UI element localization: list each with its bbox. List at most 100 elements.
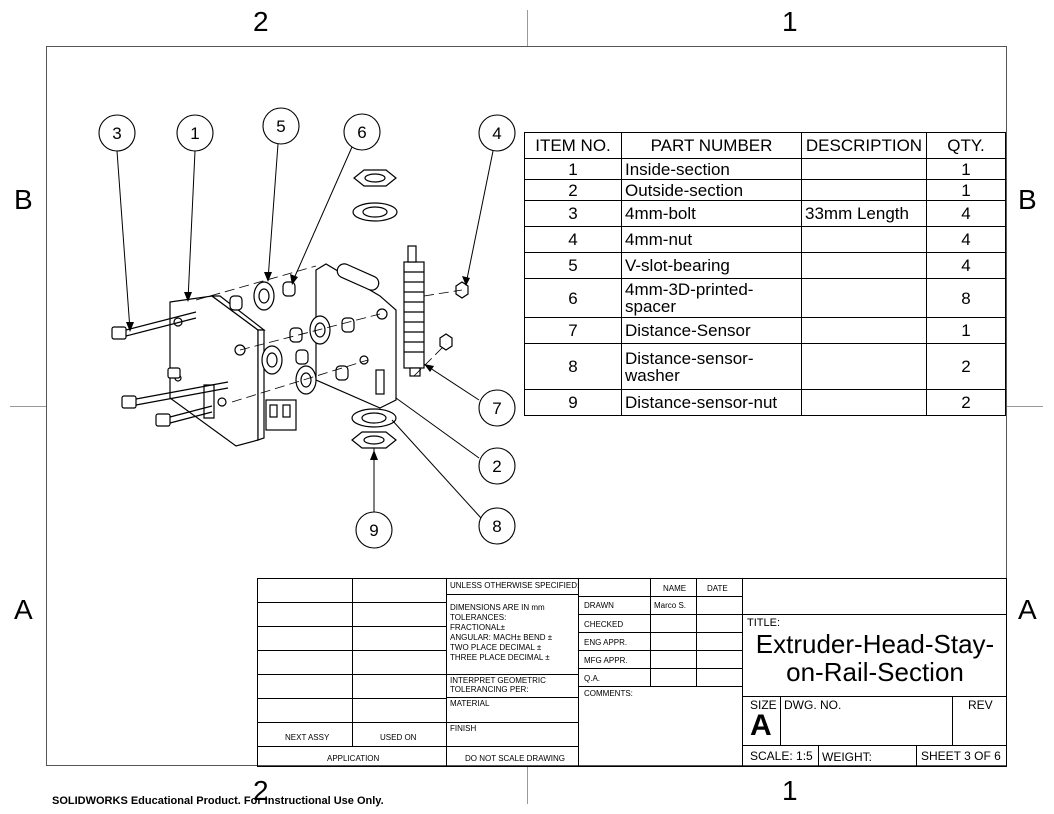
tb-checked: CHECKED [584,620,624,629]
bom-qty: 4 [926,252,1006,279]
bom-item-no: 1 [524,158,622,180]
tb-size-label: SIZE [750,698,777,712]
tb-size-value: A [750,709,772,742]
zone-label-left-a: A [14,594,33,625]
tb-scale: SCALE: 1:5 [750,749,813,763]
tb-drawn-name: Marco S. [654,601,687,610]
leader-arrowheads [126,272,470,460]
tb-next-assy: NEXT ASSY [285,733,330,742]
bom-description [801,226,927,253]
tb-qa: Q.A. [584,674,601,683]
bom-description [801,343,927,390]
balloon-4: 4 [492,124,501,143]
zone-tick-right [1007,406,1043,407]
bom-part-number: Distance-sensor- washer [621,343,802,390]
washer-parts [351,202,398,428]
bom-part-number: Distance-sensor-nut [621,389,802,416]
bom-item-no: 9 [524,389,622,416]
sensor-nut-parts [351,169,397,449]
zone-tick-left [10,406,46,407]
bom-item-no: 8 [524,343,622,390]
bom-header-qty: QTY. [926,132,1006,159]
drawing-title-line-2: on-Rail-Section [786,657,964,687]
balloon-2: 2 [492,457,501,476]
bom-qty: 2 [926,343,1006,390]
bom-description [801,317,927,344]
tb-dwg-no-label: DWG. NO. [784,698,842,712]
bearing-parts [253,281,331,395]
bom-part-number: V-slot-bearing [621,252,802,279]
bom-header-row: ITEM NO. PART NUMBER DESCRIPTION QTY. [524,132,1006,159]
balloon-1: 1 [190,124,199,143]
educational-watermark-note: SOLIDWORKS Educational Product. For Inst… [52,795,384,807]
tb-interpret: INTERPRET GEOMETRIC [450,676,546,685]
zone-label-right-a: A [1018,594,1037,625]
tb-title-label: TITLE: [747,617,781,629]
tb-three-place: THREE PLACE DECIMAL ± [450,653,550,662]
bom-qty: 8 [926,278,1006,318]
bom-description [801,389,927,416]
balloon-3: 3 [112,124,121,143]
bom-description [801,158,927,180]
bom-description [801,252,927,279]
balloon-9: 9 [369,521,378,540]
bom-qty: 1 [926,317,1006,344]
tb-material: MATERIAL [450,699,490,708]
center-lines [195,265,463,403]
bom-item-no: 5 [524,252,622,279]
bom-part-number: Inside-section [621,158,802,180]
bom-item-no: 7 [524,317,622,344]
tb-two-place: TWO PLACE DECIMAL ± [450,643,542,652]
spacer-parts [229,281,355,381]
bom-qty: 1 [926,179,1006,201]
tb-weight: WEIGHT: [822,750,872,764]
bom-description: 33mm Length [801,200,927,227]
bolt-parts [111,311,229,427]
tb-drawn: DRAWN [584,601,614,610]
tb-date-header: DATE [707,584,728,593]
bom-item-no: 6 [524,278,622,318]
balloon-6: 6 [357,123,366,142]
tb-rev-label: REV [968,698,993,712]
tb-angular: ANGULAR: MACH± BEND ± [450,633,553,642]
drawing-border [46,46,1007,766]
tb-name-header: NAME [663,584,687,593]
zone-label-top-2: 2 [253,6,269,37]
tb-finish: FINISH [450,724,477,733]
bom-header-description: DESCRIPTION [801,132,927,159]
zone-tick-top [527,10,528,46]
zone-label-left-b: B [14,184,33,215]
tb-mfg-appr: MFG APPR. [584,656,628,665]
bom-header-part: PART NUMBER [621,132,802,159]
balloon-5: 5 [276,117,285,136]
tb-used-on: USED ON [380,733,417,742]
inside-section-part [169,295,297,447]
tb-application: APPLICATION [327,754,380,763]
zone-label-bottom-1: 1 [782,775,798,806]
zone-tick-bottom [527,766,528,804]
balloon-8: 8 [492,517,501,536]
tb-fractional: FRACTIONAL± [450,623,506,632]
balloon-7: 7 [492,399,501,418]
tb-do-not-scale: DO NOT SCALE DRAWING [465,754,566,763]
tb-comments: COMMENTS: [584,689,633,698]
bom-part-number: 4mm-3D-printed- spacer [621,278,802,318]
tb-sheet: SHEET 3 OF 6 [921,749,1001,763]
bom-header-item: ITEM NO. [524,132,622,159]
tb-tolerances: TOLERANCES: [450,613,507,622]
bom-part-number: 4mm-nut [621,226,802,253]
bom-description [801,278,927,318]
bom-item-no: 3 [524,200,622,227]
zone-label-right-b: B [1018,184,1037,215]
balloon-leaders [116,143,494,519]
